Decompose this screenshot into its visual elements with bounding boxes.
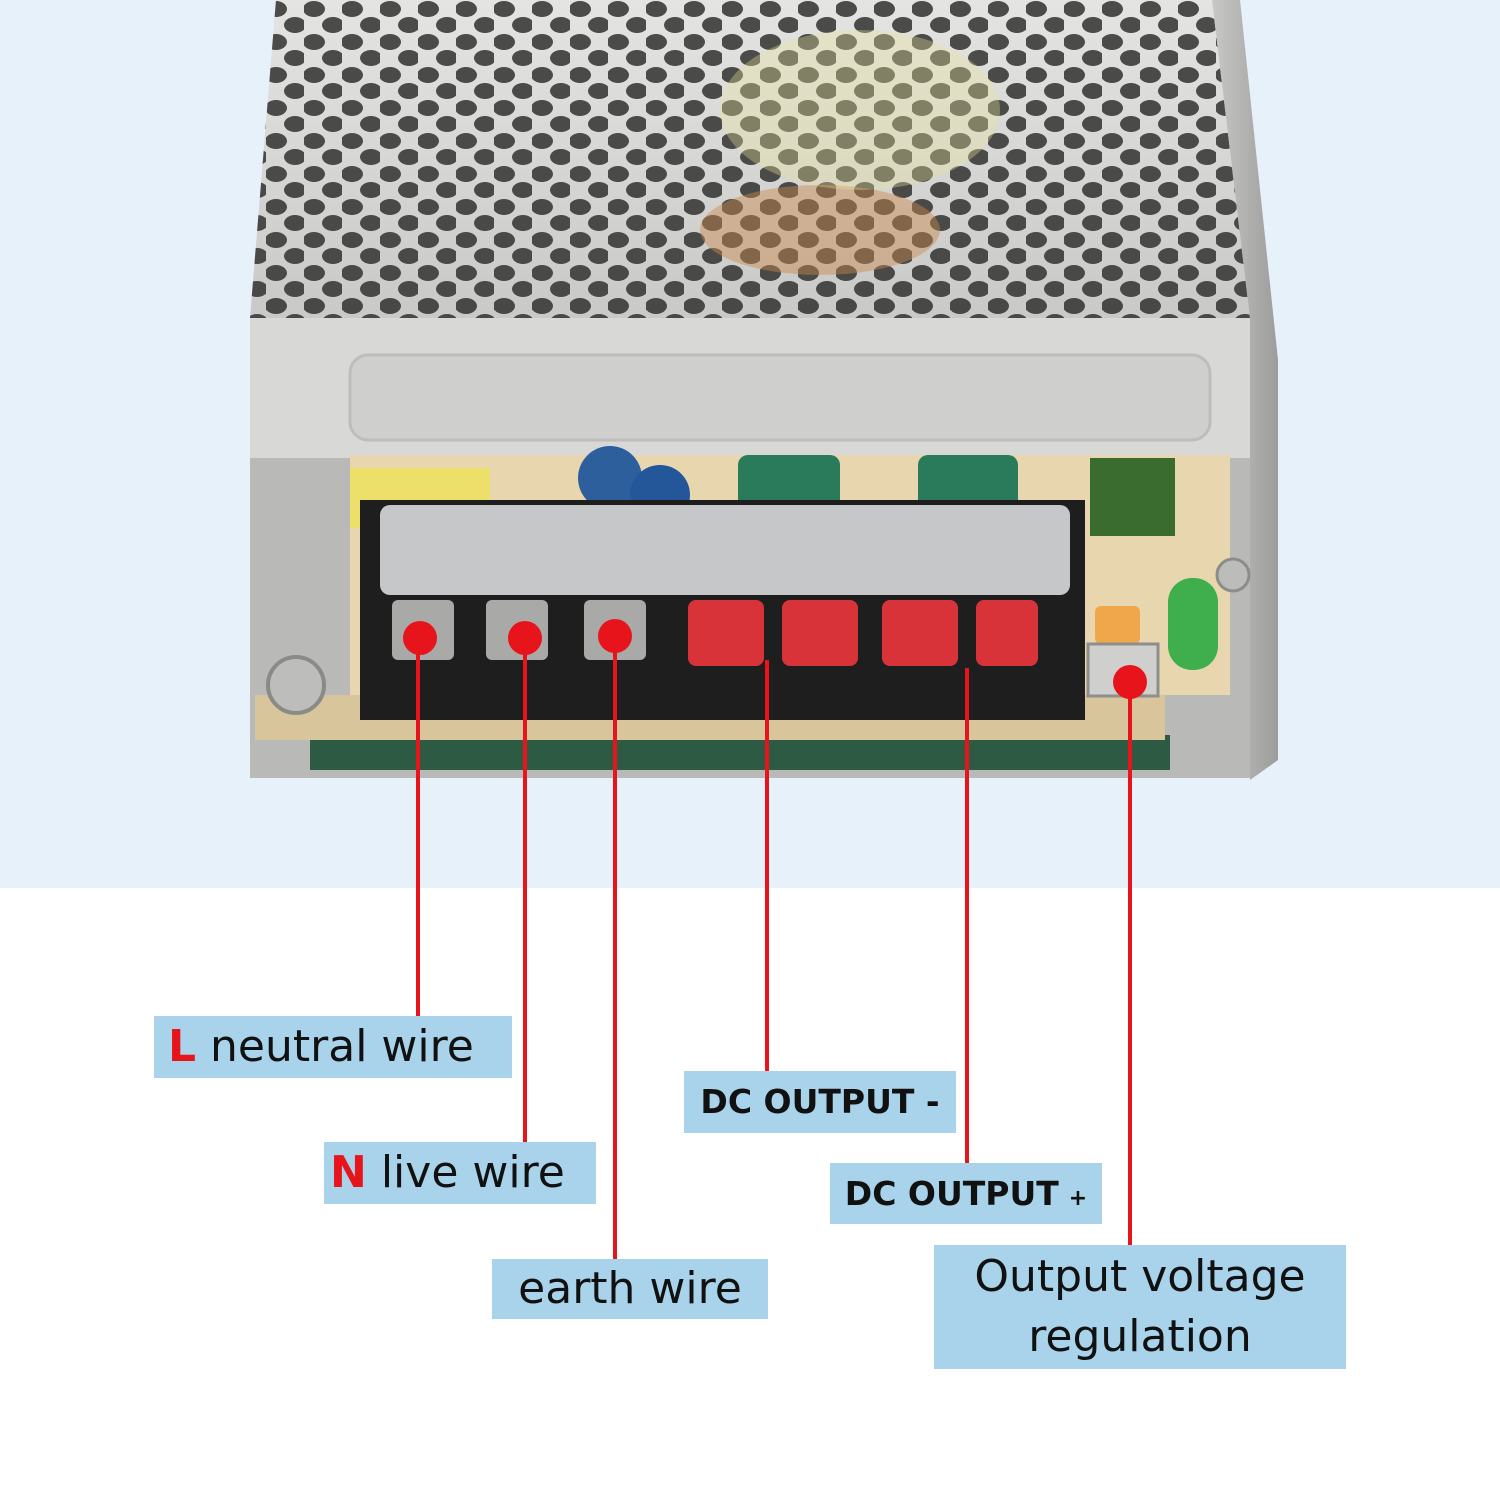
voltage-regulation-line1: Output voltage (974, 1251, 1306, 1302)
live-wire-label: N live wire (324, 1142, 596, 1204)
green-film-capacitor (1090, 458, 1175, 536)
dc-positive-text: DC OUTPUT (844, 1174, 1059, 1213)
vent-holes (250, 0, 1250, 318)
electrolytic-capacitor (918, 455, 1018, 513)
dc-output-positive-label: DC OUTPUT + (830, 1163, 1102, 1224)
earth-text: earth wire (518, 1263, 742, 1314)
neutral-letter: L (168, 1021, 197, 1072)
blue-capacitor (578, 446, 642, 510)
dc-output-negative-label: DC OUTPUT - (684, 1071, 956, 1133)
mounting-screw (266, 655, 326, 715)
voltage-regulation-line2: regulation (1028, 1311, 1252, 1362)
yellow-transformer (720, 30, 1000, 190)
trimmer-potentiometer (1095, 606, 1140, 644)
callout-lines (416, 640, 1132, 1261)
terminal-cover (380, 505, 1070, 595)
embossed-symbols (348, 353, 1212, 442)
dc-positive-sign: + (1068, 1186, 1088, 1211)
copper-coil (700, 185, 940, 275)
callout-dots (403, 619, 1147, 699)
neutral-wire-label: L neutral wire (154, 1016, 512, 1078)
dc-negative-sign: - (925, 1082, 940, 1121)
earth-wire-label: earth wire (492, 1259, 768, 1319)
live-letter: N (330, 1147, 367, 1198)
neutral-text: neutral wire (210, 1021, 474, 1072)
casing-side (1212, 0, 1278, 780)
live-text: live wire (380, 1147, 565, 1198)
bottom-background (0, 888, 1500, 1500)
electrolytic-capacitor (738, 455, 840, 513)
green-pcb-edge (310, 735, 1170, 770)
terminal-screws (392, 600, 1038, 666)
led-indicator (1168, 578, 1218, 670)
voltage-regulation-label: Output voltage regulation (934, 1245, 1346, 1369)
dc-negative-text: DC OUTPUT (700, 1082, 915, 1121)
screw-head (1215, 557, 1251, 593)
